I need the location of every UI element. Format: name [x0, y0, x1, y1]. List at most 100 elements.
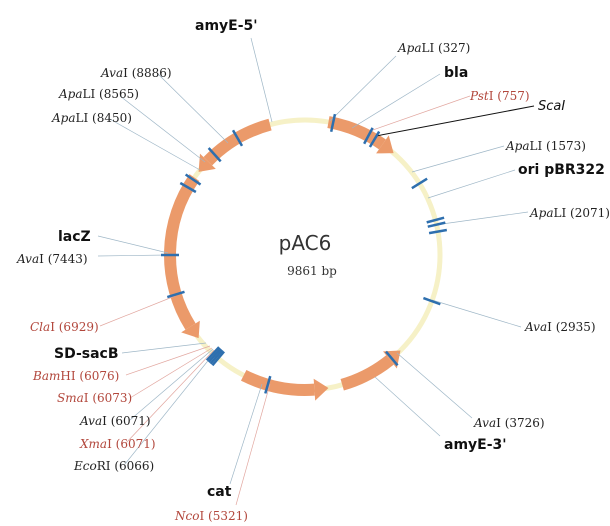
- leader-avai7443: [97, 254, 169, 257]
- site-position: (757): [493, 89, 529, 103]
- site-position: (5321): [204, 509, 248, 523]
- tick-avai2935: [422, 296, 441, 306]
- site-enzyme-rest: LI: [530, 139, 543, 153]
- site-enzyme-italic: Apa: [58, 87, 83, 101]
- site-enzyme-italic: Ava: [473, 416, 496, 430]
- site-enzyme-italic: Eco: [73, 459, 97, 473]
- arrow-cat-body: [240, 369, 315, 396]
- leader-amyE3: [374, 376, 441, 437]
- site-enzyme-rest: I: [50, 320, 55, 334]
- feature-label-sdsacB: SD-sacB: [54, 346, 119, 362]
- tick-apali8450: [179, 181, 197, 194]
- site-enzyme-italic: Apa: [397, 41, 422, 55]
- feature-label-bla: bla: [444, 65, 468, 81]
- tick-amyE5: [231, 129, 244, 147]
- leader-smai6073: [129, 347, 213, 399]
- leader-amyE5: [250, 37, 273, 123]
- site-position: (1573): [542, 139, 586, 153]
- plasmid-name: pAC6: [279, 231, 332, 255]
- feature-label-cat: cat: [207, 484, 232, 500]
- tick-6073: [207, 347, 222, 363]
- site-ticks: [161, 113, 448, 394]
- leader-avai6071: [129, 348, 214, 421]
- site-label-ncoi5321: NcoI (5321): [174, 509, 248, 523]
- site-label-avai7443: AvaI (7443): [16, 252, 88, 266]
- site-enzyme-rest: RI: [97, 459, 111, 473]
- site-label-smai6073: SmaI (6073): [57, 391, 132, 405]
- site-enzyme-italic: Xma: [79, 437, 107, 451]
- plasmid-size: 9861 bp: [287, 264, 337, 278]
- leader-apali8450: [107, 117, 201, 171]
- site-label-apali327: ApaLI (327): [397, 41, 470, 55]
- site-enzyme-italic: Cla: [30, 320, 50, 334]
- site-label-apali1573: ApaLI (1573): [505, 139, 586, 153]
- leader-xmai6071: [125, 349, 215, 444]
- site-enzyme-italic: Bam: [32, 369, 60, 383]
- leader-psti757: [369, 95, 471, 132]
- tick-ncoi5321: [264, 375, 272, 394]
- leader-apali8565: [119, 95, 206, 163]
- site-enzyme-italic: Nco: [174, 509, 199, 523]
- feature-label-amyE5: amyE-5': [195, 18, 258, 34]
- leader-ncoi5321: [235, 383, 271, 506]
- leader-ecori6066: [124, 351, 216, 465]
- site-enzyme-rest: LI: [83, 87, 96, 101]
- site-label-avai8886: AvaI (8886): [100, 66, 172, 80]
- leader-apali327: [329, 55, 397, 122]
- feature-label-amyE3: amyE-3': [444, 437, 507, 453]
- tick-scai: [368, 130, 381, 148]
- site-position: (7443): [44, 252, 88, 266]
- site-enzyme-rest: I: [123, 66, 128, 80]
- site-enzyme-rest: LI: [422, 41, 435, 55]
- leader-lines: [97, 37, 535, 506]
- tick-6076: [205, 346, 220, 362]
- site-enzyme-rest: I: [547, 320, 552, 334]
- site-enzyme-italic: Sma: [57, 391, 84, 405]
- arrow-bla-head: [376, 135, 394, 154]
- site-enzyme-italic: Pst: [469, 89, 489, 103]
- tick-6066: [211, 350, 225, 367]
- leader-avai2935: [431, 299, 522, 328]
- tick-clai6929: [166, 290, 185, 299]
- site-enzyme-italic: Ava: [100, 66, 123, 80]
- tick-ori-2: [427, 221, 446, 228]
- site-position: (8450): [88, 111, 132, 125]
- site-enzyme-italic: Sca: [538, 99, 561, 114]
- leader-scai: [375, 105, 535, 137]
- tick-6071: [209, 349, 224, 365]
- leader-avai3726: [396, 352, 473, 419]
- site-enzyme-rest: I: [107, 437, 112, 451]
- site-position: (6071): [112, 437, 156, 451]
- site-enzyme-rest: I: [489, 89, 494, 103]
- tick-apali8565: [184, 173, 202, 186]
- site-label-bamhi6076: BamHI (6076): [32, 369, 119, 383]
- arrow-lacZ-body: [164, 174, 200, 330]
- site-position: (6066): [111, 459, 155, 473]
- site-label-xmai6071: XmaI (6071): [79, 437, 156, 451]
- site-label-apali8565: ApaLI (8565): [58, 87, 139, 101]
- site-position: (8565): [95, 87, 139, 101]
- leader-cat: [229, 383, 263, 485]
- site-position: (8886): [128, 66, 172, 80]
- leader-sdsacB: [121, 342, 207, 354]
- site-enzyme-italic: Apa: [529, 206, 554, 220]
- arrow-amyE5-head: [198, 153, 216, 172]
- leader-avai8886: [157, 73, 229, 144]
- site-position: (3726): [501, 416, 545, 430]
- site-enzyme-rest: I: [561, 99, 565, 114]
- leader-apali1573: [411, 145, 505, 173]
- site-enzyme-rest: I: [199, 509, 204, 523]
- site-enzyme-rest: HI: [60, 369, 75, 383]
- site-position: (2935): [552, 320, 596, 334]
- leader-clai6929: [99, 295, 176, 327]
- tick-apali1573: [411, 177, 428, 190]
- leader-bamhi6076: [125, 345, 211, 376]
- site-position: (327): [434, 41, 470, 55]
- site-enzyme-rest: I: [496, 416, 501, 430]
- site-enzyme-italic: Ava: [16, 252, 39, 266]
- tick-avai8886: [207, 147, 222, 163]
- site-label-avai2935: AvaI (2935): [524, 320, 596, 334]
- site-enzyme-italic: Apa: [51, 111, 76, 125]
